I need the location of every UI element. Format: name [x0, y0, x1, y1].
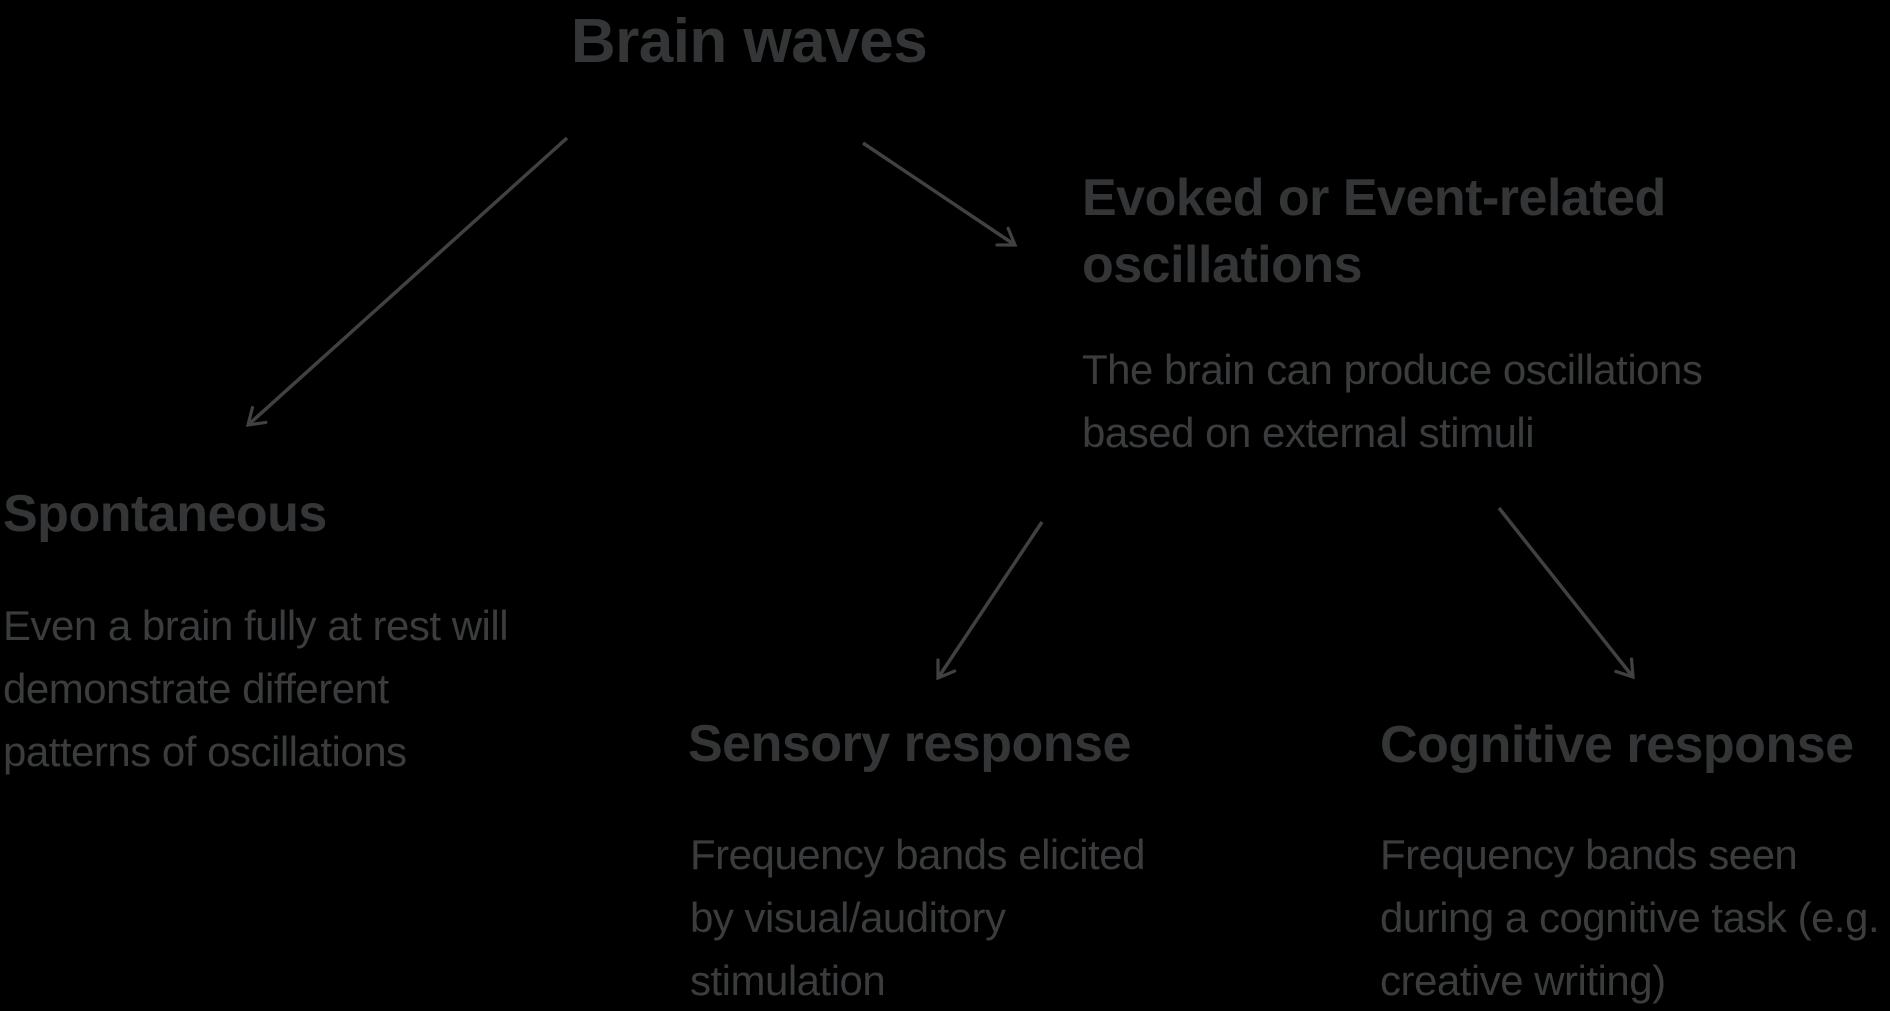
- text-line: Even a brain fully at rest will: [3, 602, 509, 649]
- text-line: stimulation: [690, 957, 886, 1004]
- node-evoked-heading: Evoked or Event-related oscillations: [1082, 165, 1666, 299]
- text-line: Evoked or Event-related: [1082, 169, 1666, 227]
- text-line: patterns of oscillations: [3, 728, 407, 775]
- node-spontaneous-heading: Spontaneous: [3, 485, 327, 543]
- edge-brain-waves-to-spontaneous-arrow: [245, 136, 569, 427]
- node-cognitive-heading: Cognitive response: [1380, 716, 1854, 774]
- edge-brain-waves-to-evoked-arrow: [862, 141, 1018, 247]
- text-line: The brain can produce oscillations: [1082, 346, 1703, 393]
- node-cognitive-description: Frequency bands seen during a cognitive …: [1380, 823, 1880, 1011]
- text-line: by visual/auditory: [690, 894, 1006, 941]
- text-line: creative writing): [1380, 957, 1666, 1004]
- root-node-title: Brain waves: [570, 7, 928, 76]
- text-line: during a cognitive task (e.g.: [1380, 894, 1880, 941]
- text-line: based on external stimuli: [1082, 409, 1535, 456]
- text-line: demonstrate different: [3, 665, 389, 712]
- node-evoked-description: The brain can produce oscillations based…: [1082, 338, 1703, 464]
- text-line: Frequency bands elicited: [690, 831, 1145, 878]
- node-spontaneous-description: Even a brain fully at rest will demonstr…: [3, 594, 509, 783]
- node-sensory-description: Frequency bands elicited by visual/audit…: [690, 823, 1145, 1011]
- text-line: Frequency bands seen: [1380, 831, 1798, 878]
- node-sensory-heading: Sensory response: [688, 715, 1131, 773]
- edge-evoked-to-sensory-arrow: [936, 521, 1044, 681]
- edge-evoked-to-cognitive-arrow: [1497, 506, 1635, 680]
- text-line: oscillations: [1082, 236, 1363, 294]
